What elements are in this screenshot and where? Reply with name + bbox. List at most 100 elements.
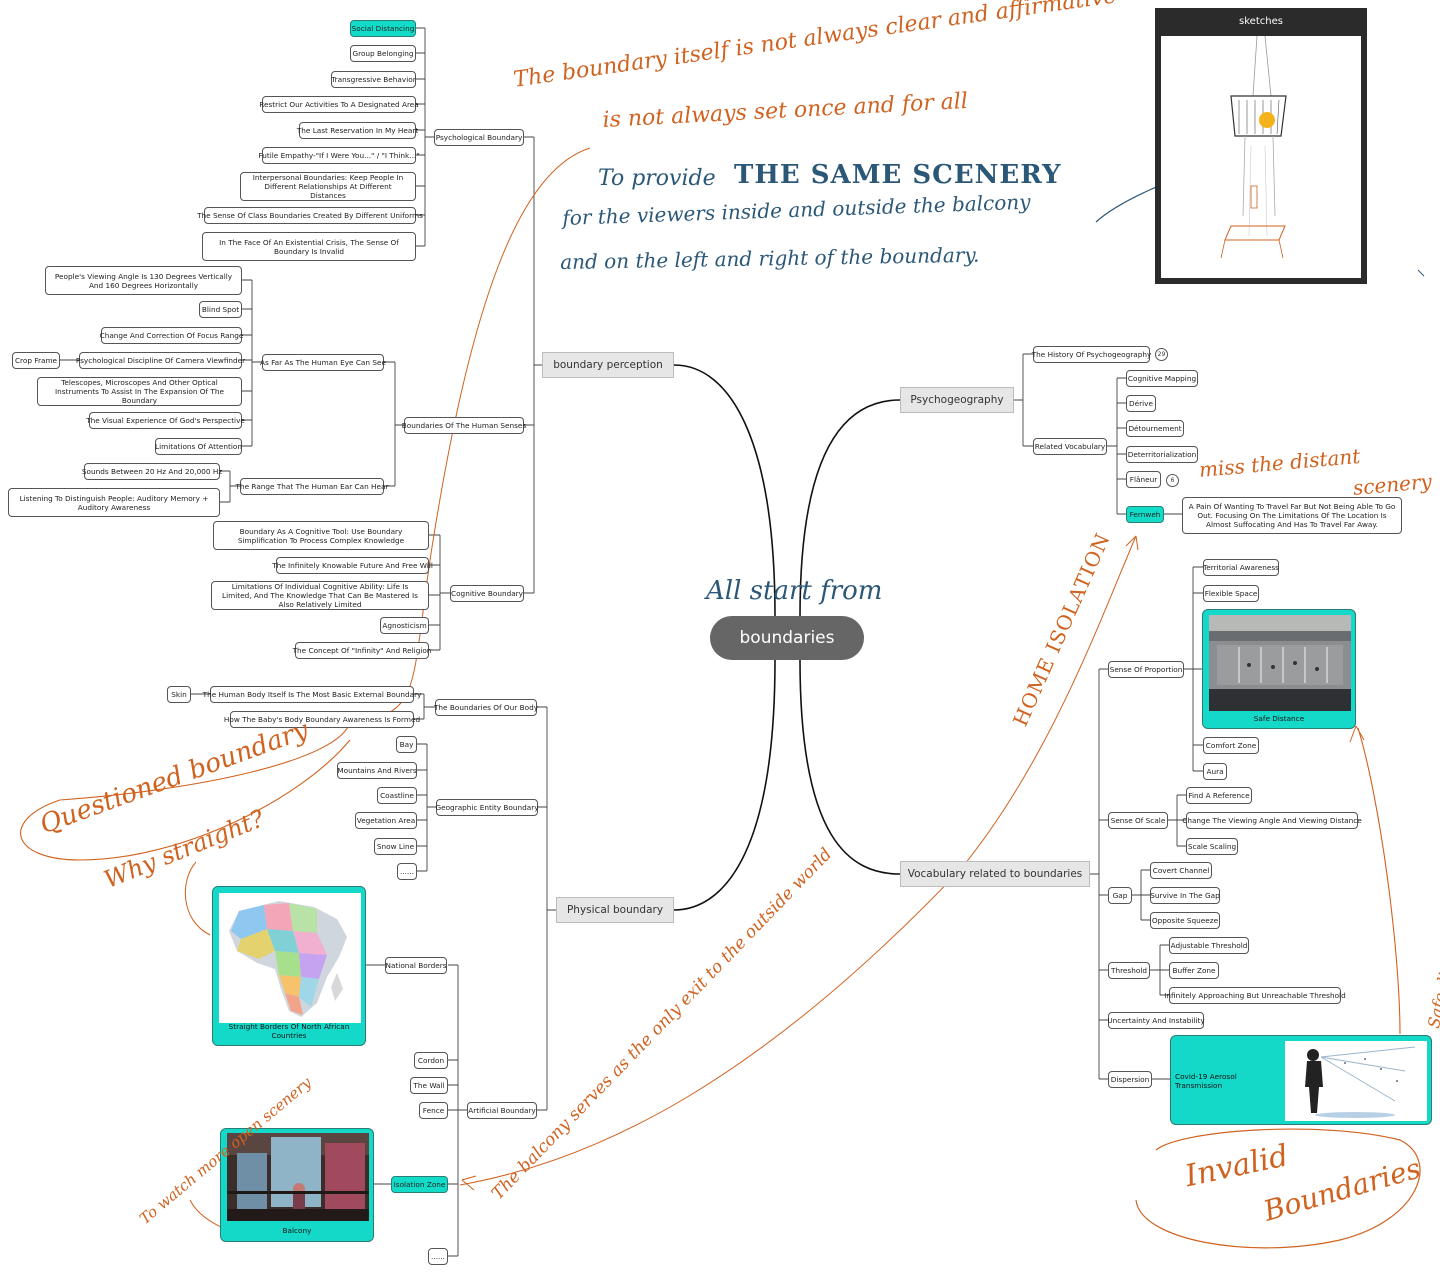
ink-tick — [1417, 269, 1425, 277]
proportion-item[interactable]: Territorial Awareness — [1203, 559, 1279, 576]
fernweh-description[interactable]: A Pain Of Wanting To Travel Far But Not … — [1182, 497, 1402, 534]
gap-item[interactable]: Covert Channel — [1150, 862, 1212, 879]
threshold-item[interactable]: Buffer Zone — [1169, 962, 1219, 979]
eye-item[interactable]: The Visual Experience Of God's Perspecti… — [86, 412, 245, 429]
scale-item[interactable]: Change The Viewing Angle And Viewing Dis… — [1182, 812, 1362, 829]
human-ear[interactable]: The Range That The Human Ear Can Hear — [236, 478, 388, 495]
cognitive-item[interactable]: Agnosticism — [380, 617, 429, 634]
vocab-item[interactable]: Cognitive Mapping — [1126, 370, 1198, 387]
aerosol-card[interactable]: Covid-19 Aerosol Transmission — [1170, 1035, 1432, 1125]
center-note: All start from — [706, 576, 883, 606]
ink-arrowhead-safe — [1349, 725, 1365, 743]
national-borders[interactable]: National Borders — [385, 957, 447, 974]
gap-item[interactable]: Opposite Squeeze — [1150, 912, 1220, 929]
artificial-item[interactable]: The Wall — [410, 1077, 448, 1094]
eye-item[interactable]: Blind Spot — [199, 301, 242, 318]
vocab-item[interactable]: Flâneur — [1126, 471, 1161, 488]
bracket-geo — [417, 743, 436, 872]
sense-of-proportion[interactable]: Sense Of Proportion — [1108, 661, 1184, 678]
psych-item[interactable]: The Last Reservation In My Heart — [297, 122, 418, 139]
vocab-item[interactable]: Deterritorialization — [1126, 446, 1198, 463]
psych-item[interactable]: Futile Empathy-"If I Were You..." / "I T… — [258, 147, 420, 164]
body-item[interactable]: How The Baby's Body Boundary Awareness I… — [224, 711, 420, 728]
geo-item[interactable]: Vegetation Area — [355, 812, 417, 829]
scale-item[interactable]: Find A Reference — [1186, 787, 1252, 804]
sketches-panel[interactable]: sketches — [1155, 8, 1367, 284]
annotation-to-provide: To provide — [598, 166, 716, 191]
bracket-body — [414, 693, 435, 720]
threshold-item[interactable]: Adjustable Threshold — [1169, 937, 1249, 954]
geo-item[interactable]: ...... — [397, 863, 417, 880]
balcony-card[interactable]: Balcony — [220, 1128, 374, 1242]
eye-item[interactable]: Change And Correction Of Focus Range — [100, 327, 243, 344]
senses-boundary[interactable]: Boundaries Of The Human Senses — [402, 417, 526, 434]
psych-item[interactable]: The Sense Of Class Boundaries Created By… — [197, 207, 423, 224]
physical-more[interactable]: ...... — [428, 1248, 448, 1265]
sketch-drawing — [1161, 35, 1361, 278]
branch-boundary-perception[interactable]: boundary perception — [542, 352, 674, 378]
bracket-vocab — [1107, 377, 1126, 515]
psych-item[interactable]: Restrict Our Activities To A Designated … — [259, 96, 419, 113]
safe-distance-card[interactable]: Safe Distance — [1202, 609, 1356, 729]
psych-item[interactable]: Group Belonging — [350, 45, 416, 62]
gap[interactable]: Gap — [1108, 887, 1132, 904]
psychological-boundary[interactable]: Psychological Boundary — [434, 129, 524, 146]
cognitive-item[interactable]: Boundary As A Cognitive Tool: Use Bounda… — [213, 521, 429, 550]
isolation-zone[interactable]: Isolation Zone — [391, 1176, 448, 1193]
geo-item[interactable]: Coastline — [377, 787, 417, 804]
psychogeo-history[interactable]: The History Of Psychogeography — [1032, 346, 1151, 363]
sense-of-scale[interactable]: Sense Of Scale — [1108, 812, 1168, 829]
eye-item[interactable]: Psychological Discipline Of Camera Viewf… — [76, 352, 245, 369]
proportion-item[interactable]: Comfort Zone — [1203, 737, 1259, 754]
body-item[interactable]: The Human Body Itself Is The Most Basic … — [203, 686, 421, 703]
vocab-item-fernweh[interactable]: Fernweh — [1126, 506, 1164, 523]
psych-item[interactable]: Social Distancing — [350, 20, 416, 37]
branch-physical-boundary[interactable]: Physical boundary — [556, 897, 674, 923]
cognitive-item[interactable]: The Concept Of "Infinity" And Religion — [293, 642, 431, 659]
scale-item[interactable]: Scale Scaling — [1186, 838, 1238, 855]
dispersion[interactable]: Dispersion — [1108, 1071, 1152, 1088]
psych-item[interactable]: Interpersonal Boundaries: Keep People In… — [240, 172, 416, 201]
related-vocabulary[interactable]: Related Vocabulary — [1033, 438, 1107, 455]
geographic-boundary[interactable]: Geographic Entity Boundary — [435, 799, 539, 816]
eye-item[interactable]: Limitations Of Attention — [155, 438, 242, 455]
eye-item[interactable]: Telescopes, Microscopes And Other Optica… — [37, 377, 242, 406]
eye-item[interactable]: People's Viewing Angle Is 130 Degrees Ve… — [45, 266, 242, 295]
vocab-item[interactable]: Dérive — [1126, 395, 1156, 412]
body-boundary[interactable]: The Boundaries Of Our Body — [434, 699, 538, 716]
threshold[interactable]: Threshold — [1108, 962, 1150, 979]
psych-item[interactable]: In The Face Of An Existential Crisis, Th… — [202, 232, 416, 261]
psych-item[interactable]: Transgressive Behavior — [331, 71, 416, 88]
cognitive-item[interactable]: The Infinitely Knowable Future And Free … — [272, 557, 433, 574]
ink-hook-why — [184, 861, 211, 936]
artificial-boundary[interactable]: Artificial Boundary — [467, 1102, 537, 1119]
geo-item[interactable]: Mountains And Rivers — [337, 762, 417, 779]
aerosol-caption: Covid-19 Aerosol Transmission — [1175, 1072, 1237, 1090]
gap-item[interactable]: Survive In The Gap — [1150, 887, 1220, 904]
branch-vocabulary-boundaries[interactable]: Vocabulary related to boundaries — [900, 861, 1090, 887]
skin[interactable]: Skin — [167, 686, 191, 703]
artificial-item[interactable]: Cordon — [414, 1052, 448, 1069]
threshold-item[interactable]: Infinitely Approaching But Unreachable T… — [1164, 987, 1346, 1004]
artificial-item[interactable]: Fence — [419, 1102, 448, 1119]
central-topic[interactable]: boundaries — [710, 616, 864, 660]
national-borders-caption: Straight Borders Of North African Countr… — [228, 1022, 350, 1040]
proportion-item[interactable]: Aura — [1203, 763, 1227, 780]
cognitive-boundary[interactable]: Cognitive Boundary — [450, 585, 524, 602]
geo-item[interactable]: Bay — [396, 736, 417, 753]
bracket-psychological — [416, 27, 434, 247]
balcony-caption: Balcony — [282, 1226, 312, 1235]
ear-item[interactable]: Sounds Between 20 Hz And 20,000 Hz — [82, 463, 222, 480]
geo-item[interactable]: Snow Line — [374, 838, 417, 855]
crop-frame[interactable]: Crop Frame — [12, 352, 60, 369]
branch-psychogeography[interactable]: Psychogeography — [900, 387, 1014, 413]
ear-item[interactable]: Listening To Distinguish People: Auditor… — [8, 488, 220, 517]
curve-vocabulary — [799, 659, 901, 875]
vocab-item[interactable]: Détournement — [1126, 420, 1184, 437]
cognitive-item[interactable]: Limitations Of Individual Cognitive Abil… — [211, 581, 429, 610]
proportion-item[interactable]: Flexible Space — [1203, 585, 1259, 602]
national-borders-card[interactable]: Straight Borders Of North African Countr… — [212, 886, 366, 1046]
uncertainty-instability[interactable]: Uncertainty And Instability — [1107, 1012, 1205, 1029]
human-eye[interactable]: As Far As The Human Eye Can See — [260, 354, 386, 371]
bracket-gap — [1132, 869, 1150, 921]
